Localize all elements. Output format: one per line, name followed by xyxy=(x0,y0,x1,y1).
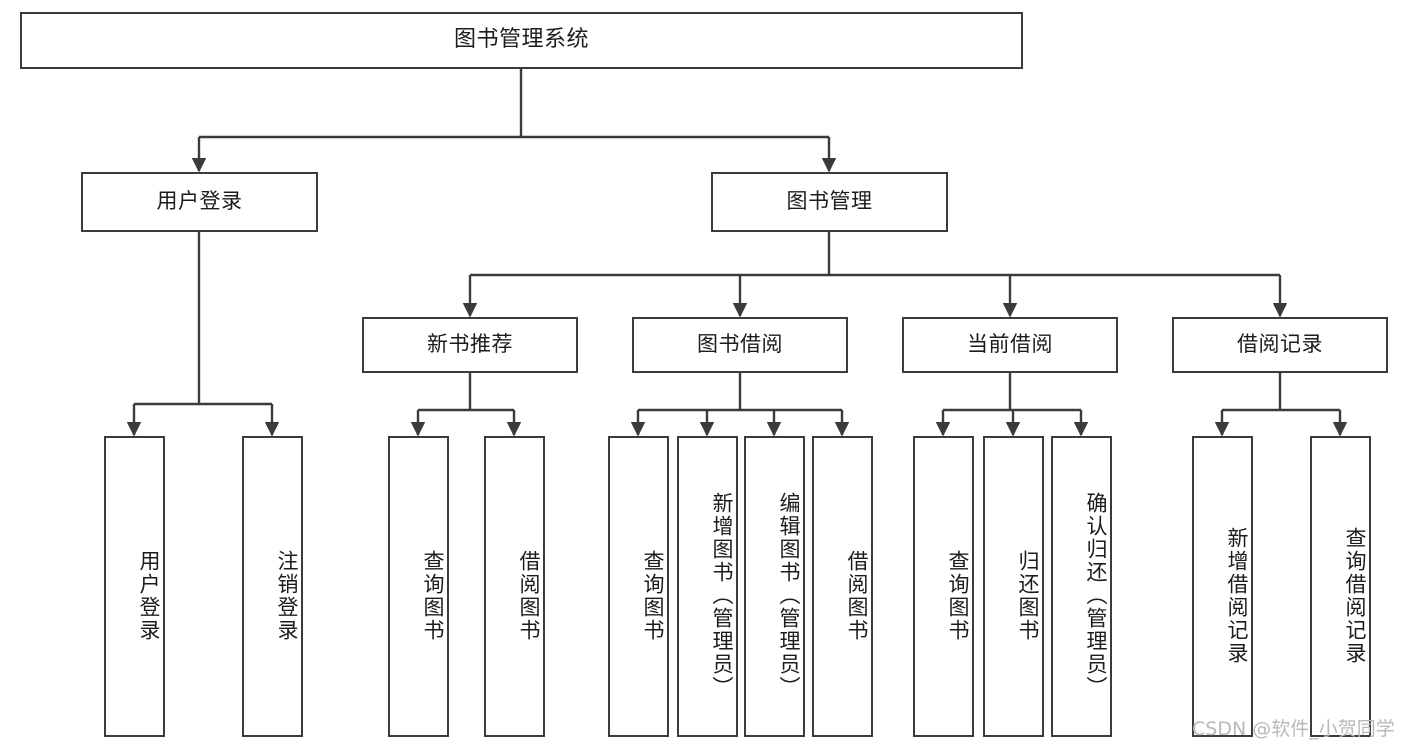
node-label: 新增借阅记录 xyxy=(1225,526,1249,665)
node-label: 查询图书 xyxy=(421,549,445,642)
node-leaf-query-book-brw[interactable]: 查询图书 xyxy=(608,436,669,737)
node-root[interactable]: 图书管理系统 xyxy=(20,12,1023,69)
node-label: 查询图书 xyxy=(641,549,665,642)
node-label: 查询借阅记录 xyxy=(1343,526,1367,665)
node-label: 新书推荐 xyxy=(427,332,513,357)
node-root-label: 图书管理系统 xyxy=(453,27,589,53)
node-label: 图书管理 xyxy=(786,189,873,214)
node-leaf-query-book-cur[interactable]: 查询图书 xyxy=(913,436,974,737)
node-leaf-user-login[interactable]: 用户登录 xyxy=(104,436,165,737)
node-label: 借阅记录 xyxy=(1237,332,1323,357)
node-label: 借阅图书 xyxy=(845,549,869,642)
node-book-manage[interactable]: 图书管理 xyxy=(711,172,948,232)
node-leaf-add-record[interactable]: 新增借阅记录 xyxy=(1192,436,1253,737)
node-label: 注销登录 xyxy=(275,549,299,642)
node-leaf-confirm-return[interactable]: 确认归还（管理员） xyxy=(1051,436,1112,737)
node-book-borrow[interactable]: 图书借阅 xyxy=(632,317,848,373)
node-label: 用户登录 xyxy=(156,189,243,214)
node-label: 图书借阅 xyxy=(697,332,783,357)
node-leaf-borrow-book-rec[interactable]: 借阅图书 xyxy=(484,436,545,737)
node-leaf-query-book-rec[interactable]: 查询图书 xyxy=(388,436,449,737)
node-borrow-record[interactable]: 借阅记录 xyxy=(1172,317,1388,373)
node-leaf-borrow-book-brw[interactable]: 借阅图书 xyxy=(812,436,873,737)
node-leaf-return-book[interactable]: 归还图书 xyxy=(983,436,1044,737)
node-leaf-query-record[interactable]: 查询借阅记录 xyxy=(1310,436,1371,737)
node-new-book-recommend[interactable]: 新书推荐 xyxy=(362,317,578,373)
watermark: CSDN @软件_小贺同学 xyxy=(1192,718,1395,740)
node-label: 确认归还（管理员） xyxy=(1084,492,1108,699)
node-leaf-edit-book[interactable]: 编辑图书（管理员） xyxy=(744,436,805,737)
node-current-borrow[interactable]: 当前借阅 xyxy=(902,317,1118,373)
node-label: 借阅图书 xyxy=(517,549,541,642)
node-label: 当前借阅 xyxy=(967,332,1053,357)
node-leaf-add-book[interactable]: 新增图书（管理员） xyxy=(677,436,738,737)
node-leaf-user-logout[interactable]: 注销登录 xyxy=(242,436,303,737)
node-label: 查询图书 xyxy=(946,549,970,642)
node-label: 归还图书 xyxy=(1016,549,1040,642)
node-user-login[interactable]: 用户登录 xyxy=(81,172,318,232)
node-label: 用户登录 xyxy=(137,549,161,642)
node-label: 编辑图书（管理员） xyxy=(777,492,801,699)
node-label: 新增图书（管理员） xyxy=(710,492,734,699)
